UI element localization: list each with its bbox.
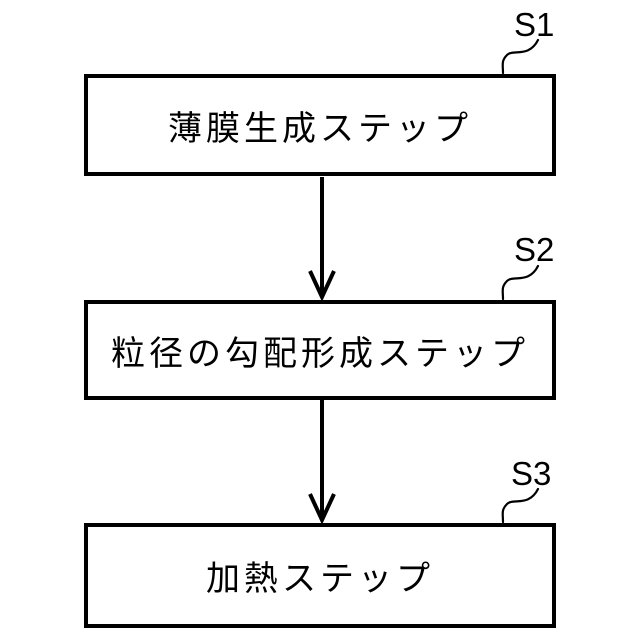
leader-line-s3 [501, 487, 540, 524]
step-box-s3: 加熱ステップ [84, 523, 556, 628]
step-box-s2: 粒径の勾配形成ステップ [84, 300, 556, 400]
step-id-s3: S3 [511, 455, 552, 492]
step-id-s2: S2 [514, 231, 555, 268]
arrow-s2-to-s3 [308, 400, 336, 525]
leader-line-s2 [501, 264, 540, 301]
step-id-s1: S1 [514, 6, 555, 43]
leader-line-s1 [501, 38, 540, 75]
step-label-s1: 薄膜生成ステップ [168, 109, 472, 148]
step-label-s2: 粒径の勾配形成ステップ [111, 334, 529, 373]
step-box-s1: 薄膜生成ステップ [84, 74, 556, 176]
arrow-s1-to-s2 [308, 177, 336, 302]
step-label-s3: 加熱ステップ [206, 560, 434, 598]
